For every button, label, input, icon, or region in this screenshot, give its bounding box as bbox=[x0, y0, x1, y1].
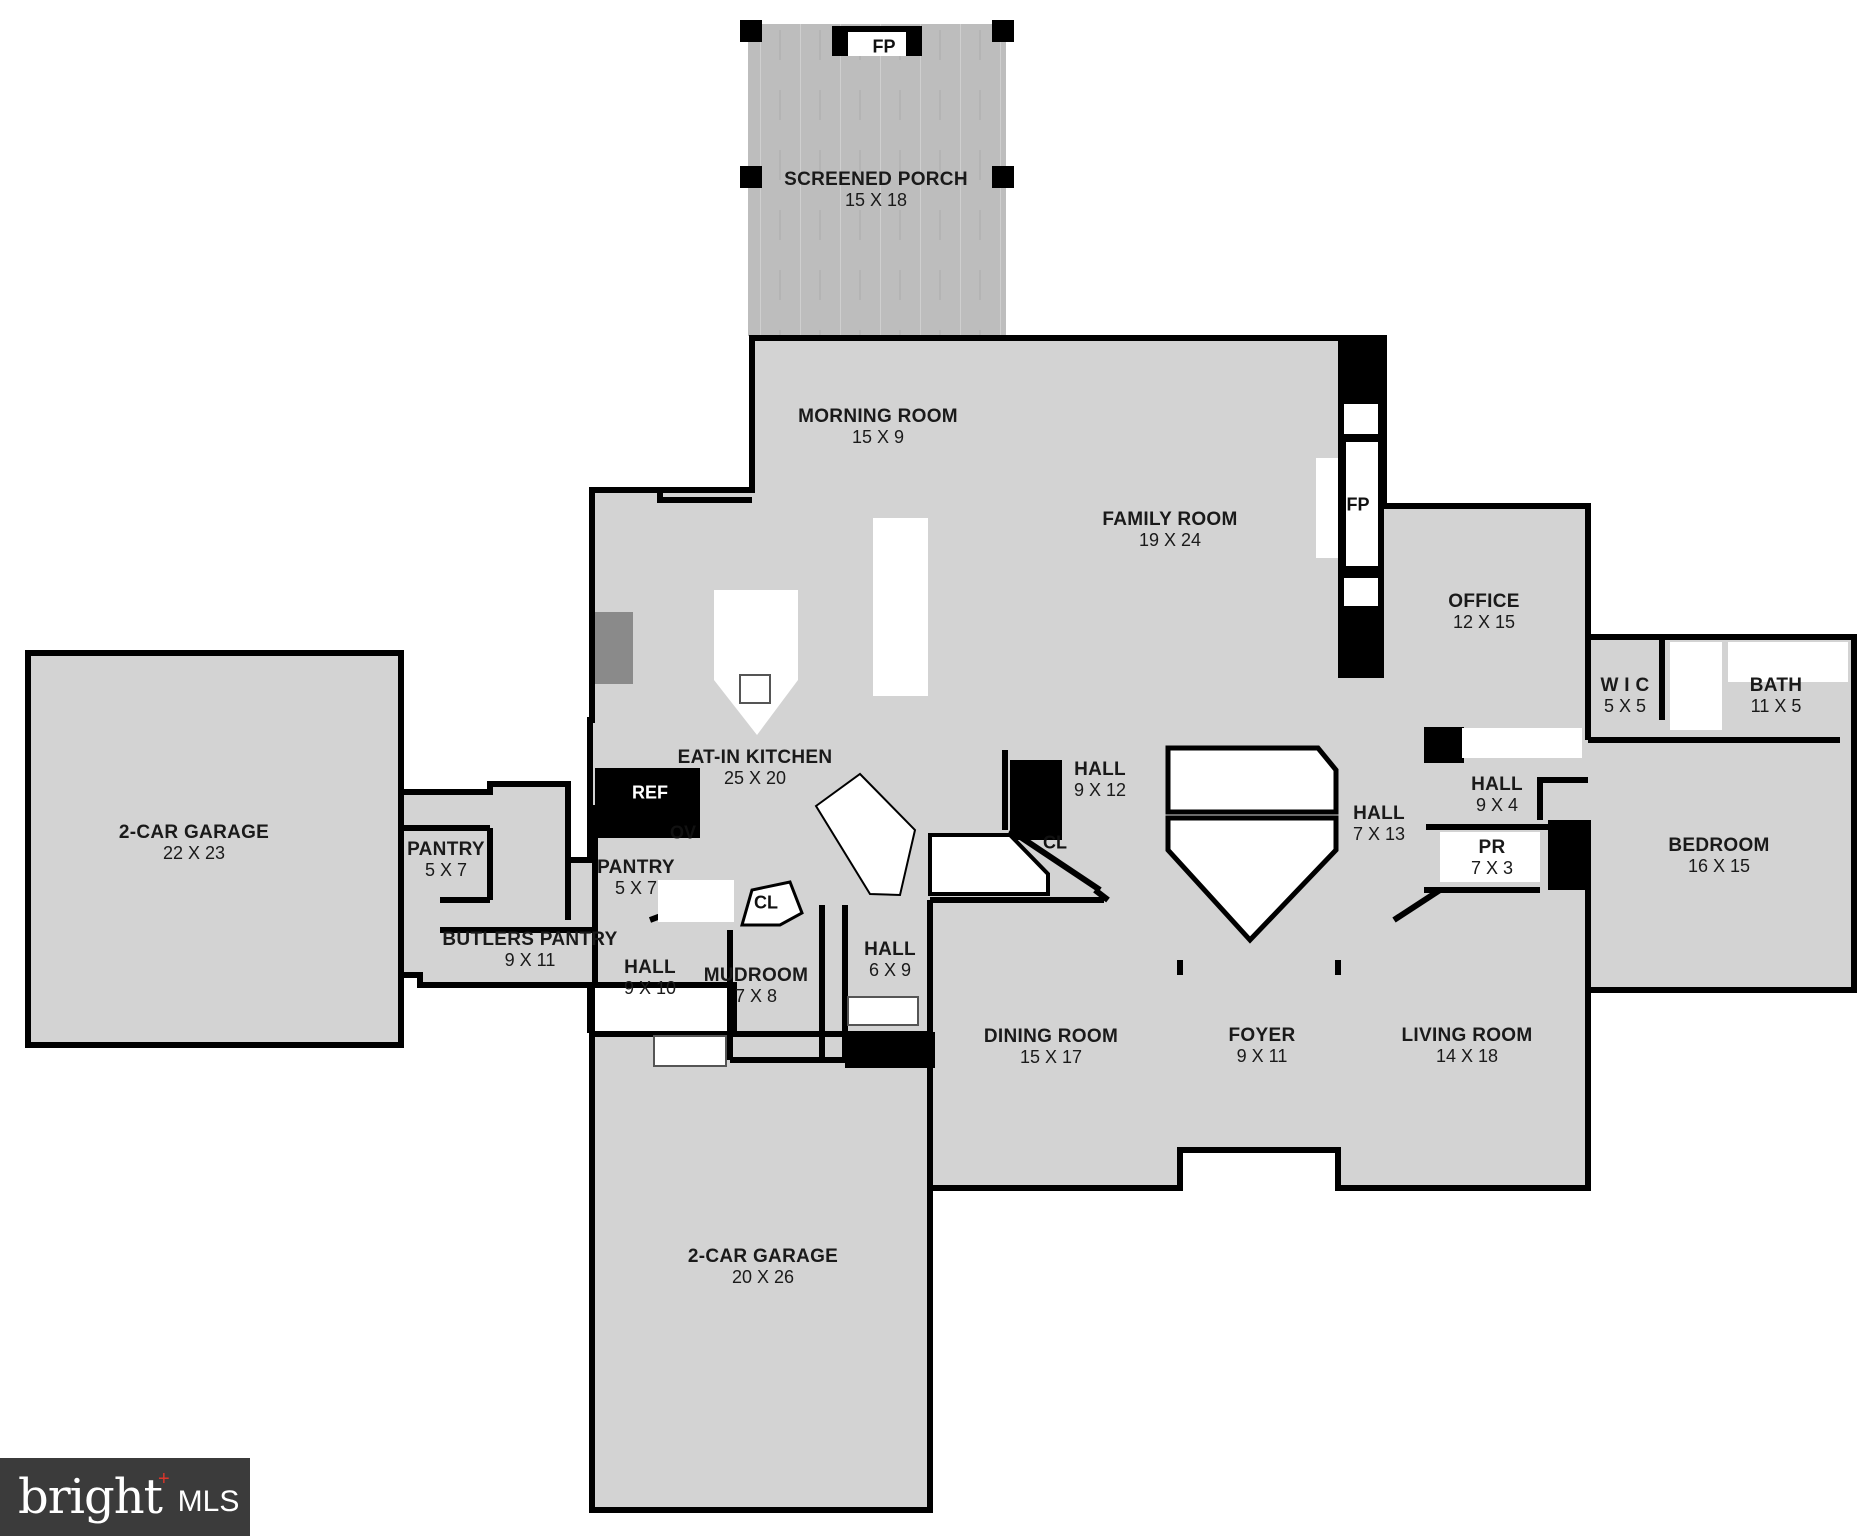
room-garage-bottom: 2-CAR GARAGE 20 X 26 bbox=[687, 1246, 839, 1288]
fireplace-porch-label: FP bbox=[872, 36, 896, 57]
room-dims: 22 X 23 bbox=[162, 842, 226, 863]
refrigerator-label: REF bbox=[632, 782, 668, 803]
room-family-room: FAMILY ROOM 19 X 24 bbox=[1102, 509, 1238, 551]
room-name: MUDROOM bbox=[703, 965, 809, 986]
room-name: HALL bbox=[1074, 759, 1126, 780]
room-name: HALL bbox=[624, 957, 676, 978]
room-dims: 9 X 11 bbox=[1236, 1045, 1288, 1066]
room-morning-room: MORNING ROOM 15 X 9 bbox=[798, 406, 958, 448]
room-wic: W I C 5 X 5 bbox=[1600, 675, 1650, 717]
room-dims: 16 X 15 bbox=[1687, 855, 1751, 876]
room-dims: 7 X 8 bbox=[734, 985, 778, 1006]
room-butlers-pantry: BUTLERS PANTRY 9 X 11 bbox=[442, 929, 618, 971]
house-floor bbox=[25, 335, 1857, 1513]
room-hall-6x9: HALL 6 X 9 bbox=[864, 939, 916, 981]
closet-mudroom-label: CL bbox=[754, 892, 778, 913]
room-dims: 9 X 12 bbox=[1073, 779, 1127, 800]
room-dims: 7 X 3 bbox=[1470, 857, 1514, 878]
fireplace-family-label: FP bbox=[1346, 494, 1370, 515]
room-dining-room: DINING ROOM 15 X 17 bbox=[983, 1026, 1119, 1068]
fixtures bbox=[595, 518, 1848, 1067]
room-name: PANTRY bbox=[407, 839, 485, 860]
room-hall-9x10: HALL 9 X 10 bbox=[623, 957, 677, 999]
room-name: LIVING ROOM bbox=[1401, 1025, 1533, 1046]
room-mudroom: MUDROOM 7 X 8 bbox=[703, 965, 809, 1007]
room-bath: BATH 11 X 5 bbox=[1749, 675, 1803, 717]
room-pantry-kitchen: PANTRY 5 X 7 bbox=[597, 857, 675, 899]
room-eat-in-kitchen: EAT-IN KITCHEN 25 X 20 bbox=[677, 747, 833, 789]
room-living-room: LIVING ROOM 14 X 18 bbox=[1401, 1025, 1533, 1067]
logo-suffix: MLS bbox=[177, 1485, 240, 1518]
room-name: MORNING ROOM bbox=[798, 406, 958, 427]
room-dims: 9 X 11 bbox=[504, 949, 556, 970]
room-dims: 15 X 17 bbox=[1019, 1046, 1083, 1067]
room-dims: 5 X 7 bbox=[614, 877, 658, 898]
logo-brand: bright bbox=[18, 1469, 163, 1525]
room-dims: 20 X 26 bbox=[731, 1266, 795, 1287]
room-office: OFFICE 12 X 15 bbox=[1448, 591, 1520, 633]
room-dims: 14 X 18 bbox=[1435, 1045, 1499, 1066]
room-name: 2-CAR GARAGE bbox=[118, 822, 270, 843]
interior-walls bbox=[401, 338, 1857, 1063]
room-pr: PR 7 X 3 bbox=[1470, 837, 1514, 879]
room-hall-9x12: HALL 9 X 12 bbox=[1073, 759, 1127, 801]
bottom-garage-slab bbox=[589, 1031, 933, 1513]
bright-mls-logo: bright + MLS bbox=[0, 1458, 250, 1536]
room-dims: 11 X 5 bbox=[1750, 695, 1802, 716]
room-name: W I C bbox=[1600, 675, 1650, 696]
room-name: PANTRY bbox=[597, 857, 675, 878]
room-name: BUTLERS PANTRY bbox=[442, 929, 618, 950]
room-dims: 25 X 20 bbox=[723, 767, 787, 788]
room-screened-porch: SCREENED PORCH 15 X 18 bbox=[784, 169, 968, 211]
room-name: HALL bbox=[1471, 774, 1523, 795]
room-dims: 15 X 18 bbox=[844, 189, 908, 210]
room-name: BATH bbox=[1749, 675, 1803, 696]
room-name: HALL bbox=[864, 939, 916, 960]
room-name: DINING ROOM bbox=[983, 1026, 1119, 1047]
room-pantry-left: PANTRY 5 X 7 bbox=[407, 839, 485, 881]
room-hall-7x13: HALL 7 X 13 bbox=[1352, 803, 1406, 845]
room-dims: 7 X 13 bbox=[1352, 823, 1406, 844]
room-dims: 9 X 10 bbox=[623, 977, 677, 998]
closet-hall-label: CL bbox=[1043, 832, 1067, 853]
room-dims: 6 X 9 bbox=[868, 959, 912, 980]
room-dims: 12 X 15 bbox=[1452, 611, 1516, 632]
room-name: FAMILY ROOM bbox=[1102, 509, 1238, 530]
plus-icon: + bbox=[157, 1467, 170, 1490]
room-name: PR bbox=[1478, 837, 1506, 858]
room-name: EAT-IN KITCHEN bbox=[677, 747, 833, 768]
room-dims: 19 X 24 bbox=[1138, 529, 1202, 550]
room-name: FOYER bbox=[1228, 1025, 1296, 1046]
screened-porch-area bbox=[740, 20, 1014, 336]
room-name: SCREENED PORCH bbox=[784, 169, 968, 190]
room-name: BEDROOM bbox=[1668, 835, 1770, 856]
room-name: OFFICE bbox=[1448, 591, 1520, 612]
room-name: 2-CAR GARAGE bbox=[687, 1246, 839, 1267]
room-hall-9x4: HALL 9 X 4 bbox=[1471, 774, 1523, 816]
room-garage-left: 2-CAR GARAGE 22 X 23 bbox=[118, 822, 270, 864]
room-dims: 5 X 7 bbox=[424, 859, 468, 880]
room-name: HALL bbox=[1353, 803, 1405, 824]
room-dims: 15 X 9 bbox=[851, 426, 905, 447]
oven-label: OV bbox=[669, 822, 697, 843]
left-garage-slab bbox=[25, 650, 404, 1048]
room-bedroom: BEDROOM 16 X 15 bbox=[1668, 835, 1770, 877]
room-dims: 5 X 5 bbox=[1603, 695, 1647, 716]
room-dims: 9 X 4 bbox=[1475, 794, 1519, 815]
room-foyer: FOYER 9 X 11 bbox=[1228, 1025, 1296, 1067]
